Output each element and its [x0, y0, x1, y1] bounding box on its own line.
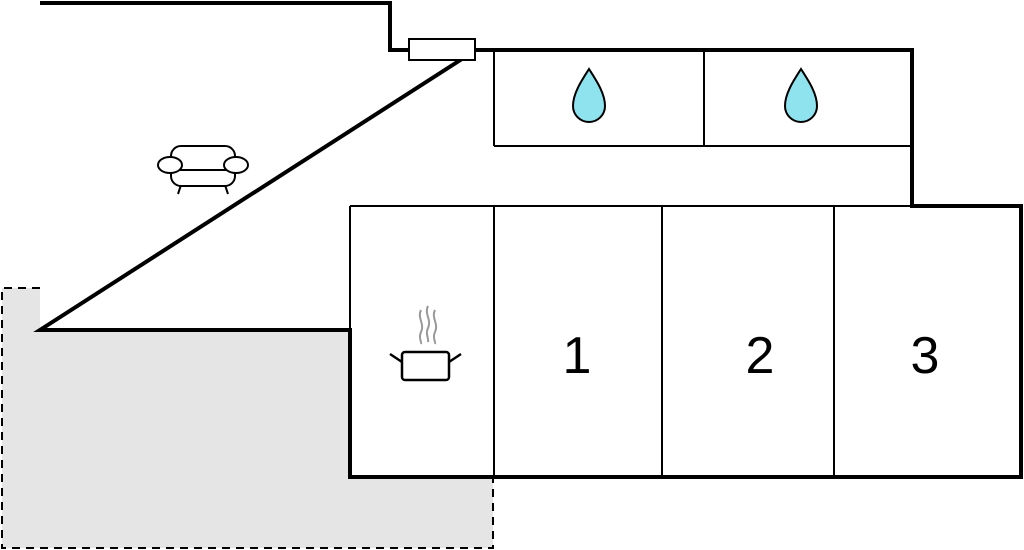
bedroom-2-label: 2 [746, 327, 775, 385]
terrace-border [1, 287, 494, 549]
cooking-pot-icon [389, 305, 462, 382]
door-icon [408, 38, 476, 61]
bedroom-3-label: 3 [911, 327, 940, 385]
water-drop-icon [783, 67, 819, 123]
interior-walls [349, 50, 1021, 477]
outer-wall [33, 1, 1023, 479]
terrace [2, 288, 493, 548]
water-drop-icon [571, 67, 607, 123]
sofa-icon [157, 145, 249, 195]
bedroom-1-label: 1 [563, 327, 592, 385]
